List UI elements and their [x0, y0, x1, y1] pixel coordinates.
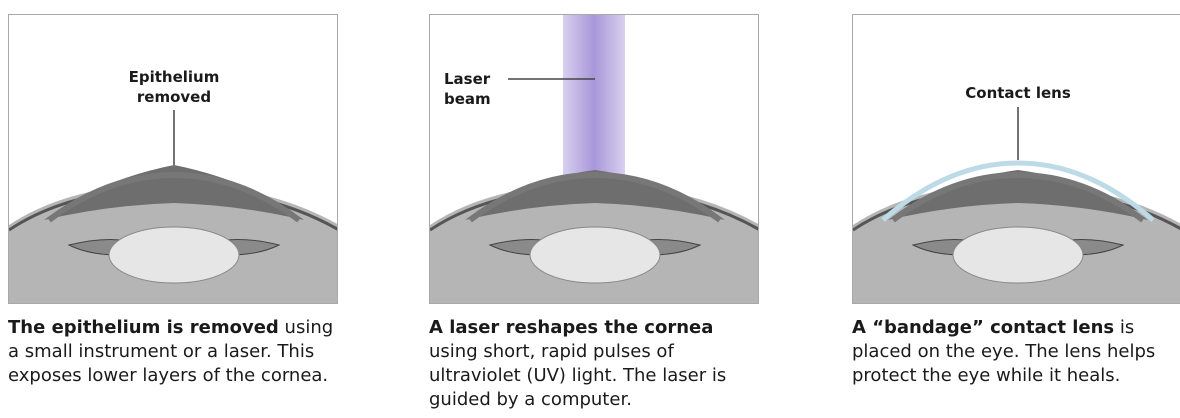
panel-epithelium-removed: Epithelium removed [8, 14, 338, 304]
panel-laser-beam: Laser beam [429, 14, 759, 304]
eye-cross-section-3 [853, 15, 1180, 304]
eye-cross-section-2 [430, 15, 759, 304]
eye-cross-section-1 [9, 15, 338, 304]
caption-body: using short, rapid pulses of ultraviolet… [429, 341, 726, 410]
eye-illustration [430, 170, 759, 304]
contact-lens-label: Contact lens [938, 83, 1098, 103]
laser-beam-label: Laser beam [444, 69, 504, 109]
eye-illustration [9, 165, 338, 304]
panel-contact-lens: Contact lens [852, 14, 1180, 304]
caption-contact-lens: A “bandage” contact lens is placed on th… [852, 316, 1180, 388]
caption-lead: A laser reshapes the cornea [429, 317, 713, 338]
caption-laser: A laser reshapes the cornea using short,… [429, 316, 759, 412]
caption-lead: A “bandage” contact lens [852, 317, 1114, 338]
caption-lead: The epithelium is removed [8, 317, 279, 338]
caption-epithelium: The epithelium is removed using a small … [8, 316, 338, 388]
eye-illustration [853, 163, 1180, 304]
laser-beam [563, 15, 625, 175]
epithelium-label: Epithelium removed [119, 67, 229, 107]
